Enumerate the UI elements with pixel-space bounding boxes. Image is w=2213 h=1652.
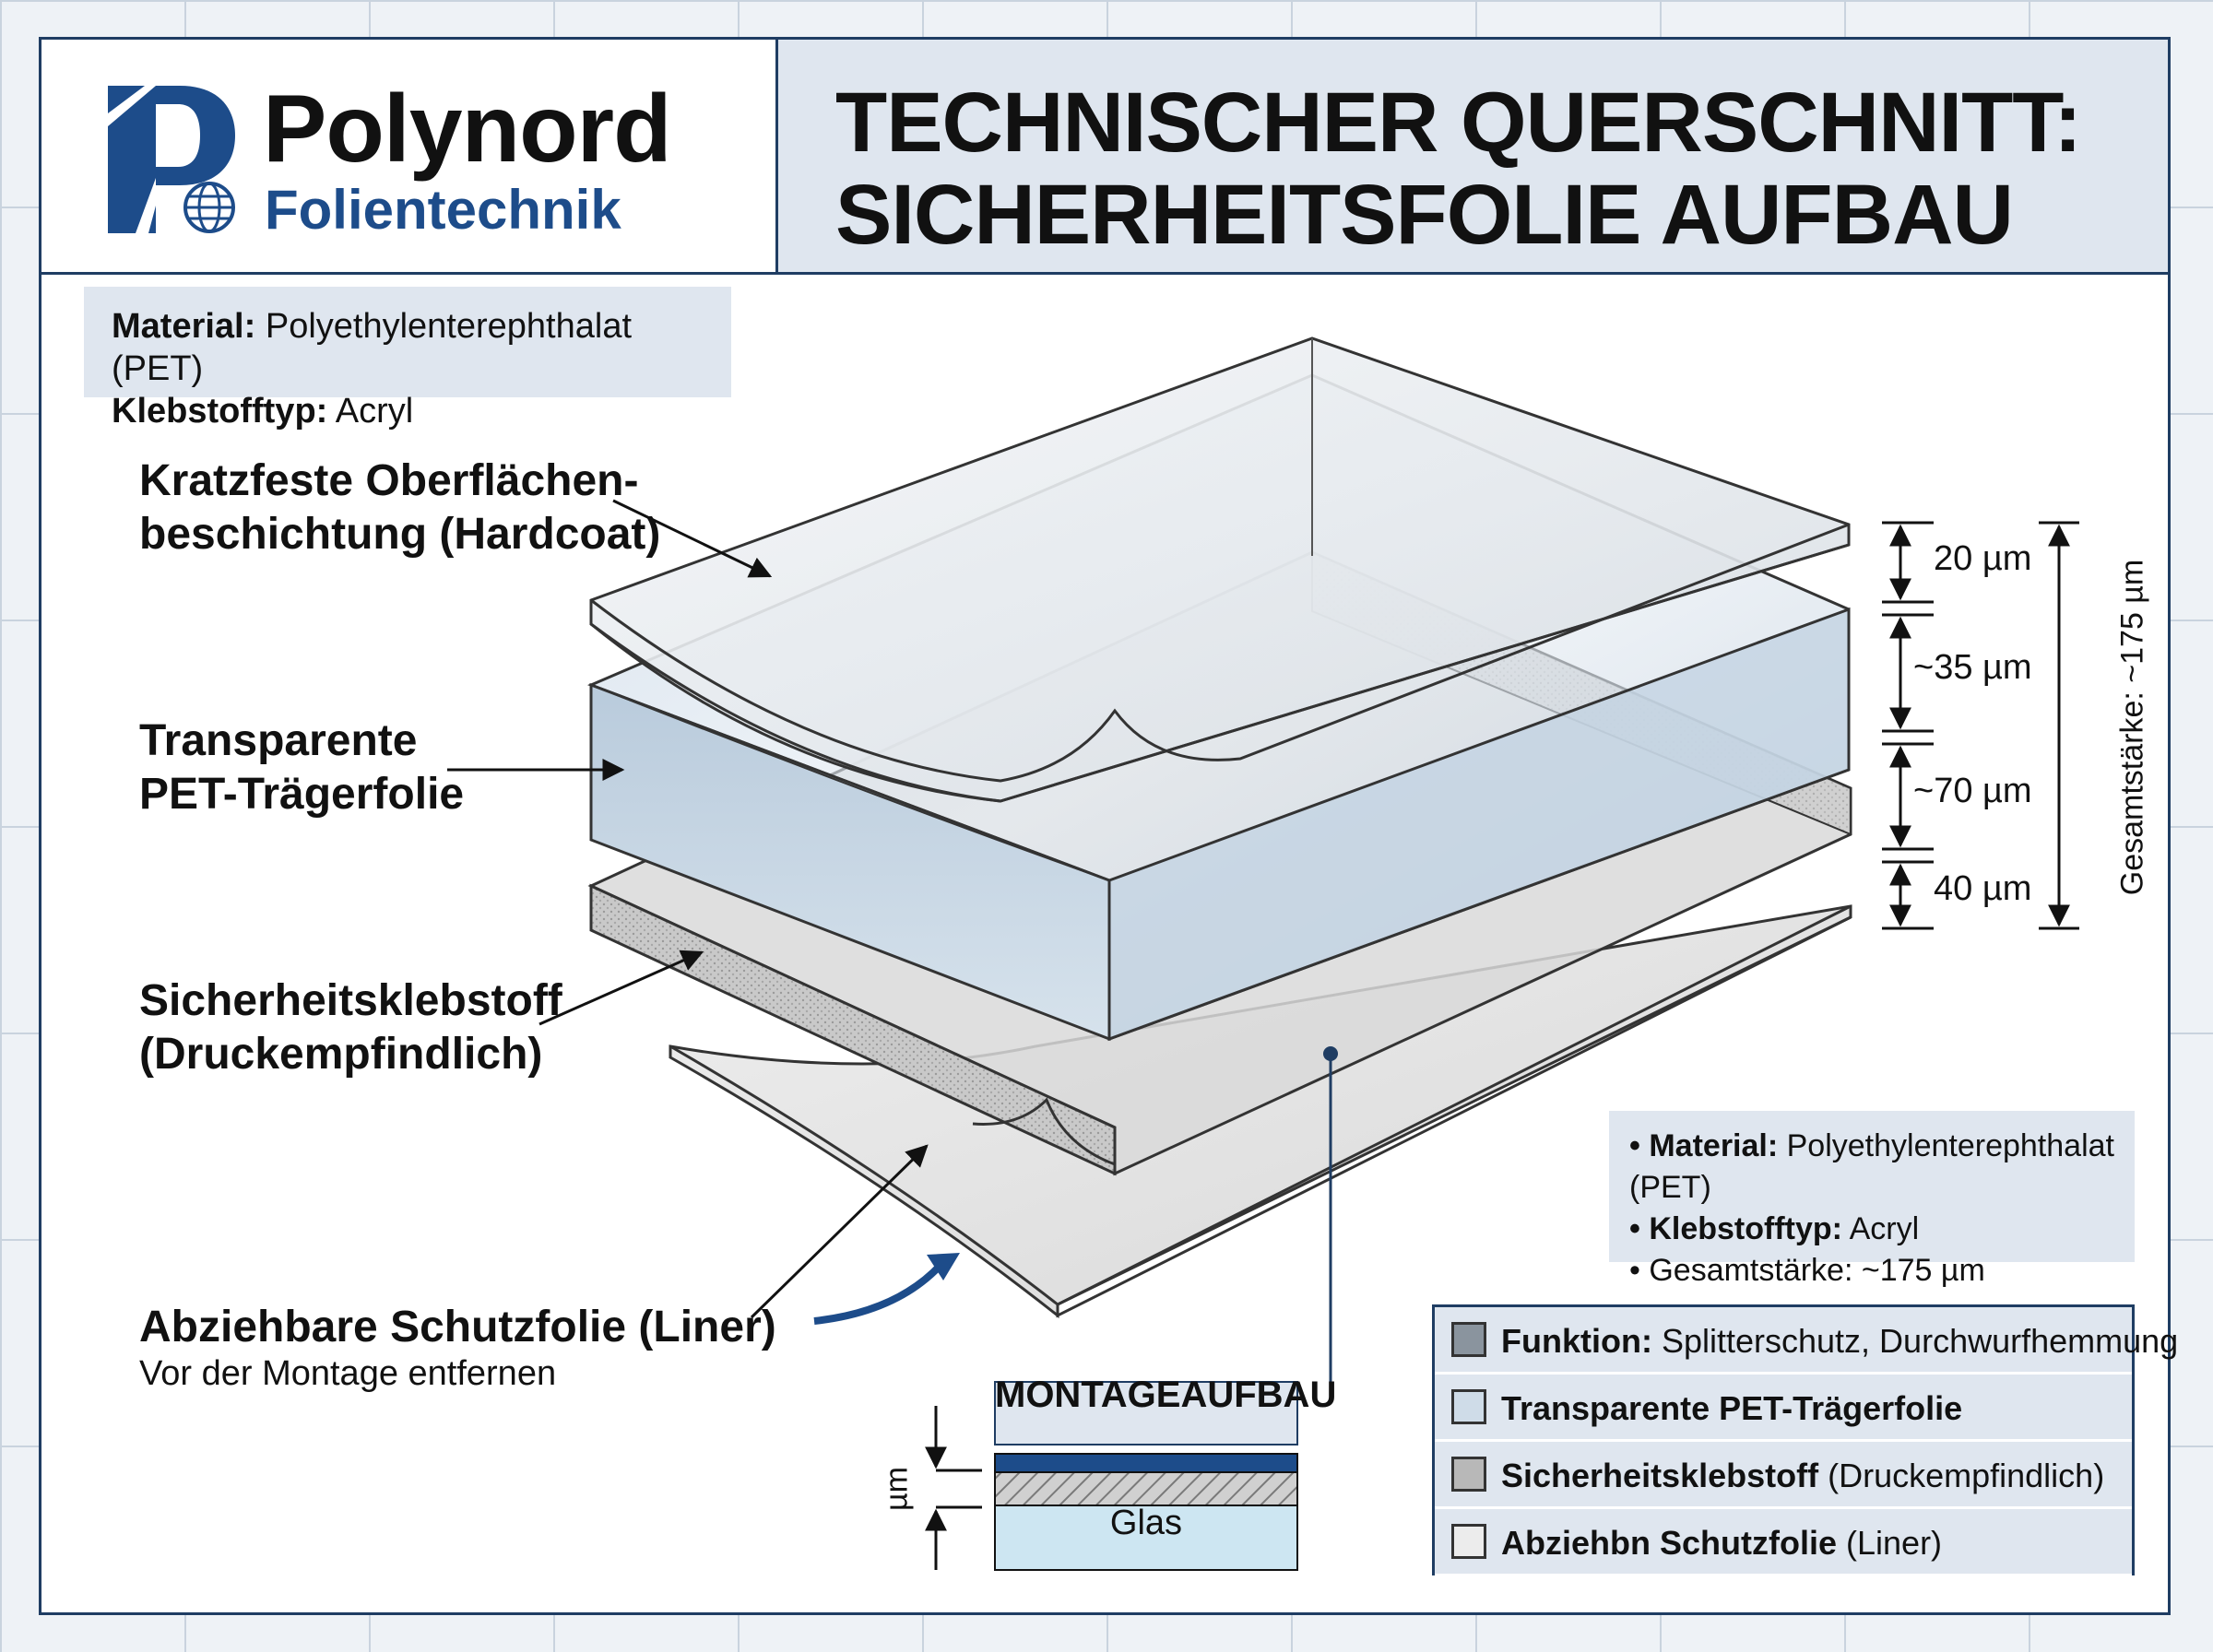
logo-box: Polynord Folientechnik (41, 40, 778, 272)
legend-swatch (1451, 1389, 1486, 1424)
spec2-material-label: • Material: (1629, 1128, 1779, 1163)
dimension-lines (1882, 521, 2079, 930)
mount-glass-label: Glas (1109, 1504, 1183, 1542)
page-title-line2: SICHERHEITSFOLIE AUFBAU (835, 168, 2014, 262)
spec2-adhesive-label: • Klebstofftyp: (1629, 1211, 1842, 1246)
spec2-adhesive-value: Acryl (1849, 1211, 1920, 1246)
legend-value: (Druckempfindlich) (1828, 1457, 2105, 1494)
legend-swatch (1451, 1457, 1486, 1492)
header: Polynord Folientechnik TECHNISCHER QUERS… (41, 40, 2168, 275)
label-liner: Abziehbare Schutzfolie (Liner) (139, 1303, 776, 1351)
legend-value: (Liner) (1846, 1524, 1943, 1562)
arrow-liner (750, 1144, 929, 1319)
legend-label: Sicherheitsklebstoff (1501, 1457, 1819, 1494)
hardcoat-layer (589, 336, 1851, 803)
spec-adhesive-label: Klebstofftyp: (112, 392, 328, 431)
dim-hardcoat: 20 µm (1934, 539, 2032, 578)
polynord-logo-icon (108, 86, 235, 233)
spec2-total: • Gesamtstärke: ~175 µm (1629, 1253, 1985, 1288)
dim-liner: 40 µm (1934, 869, 2032, 908)
legend-swatch (1451, 1524, 1486, 1559)
diagram-sheet: Polynord Folientechnik TECHNISCHER QUERS… (39, 37, 2178, 1615)
legend: Funktion: Splitterschutz, Durchwurfhemmu… (1432, 1304, 2178, 1575)
legend-label: Abziehbn Schutzfolie (1501, 1524, 1837, 1562)
spec-material-value: Polyethylenterephthalat (PET) (112, 307, 633, 388)
label-hardcoat-line1: Kratzfeste Oberflächen- (139, 456, 639, 505)
spec-adhesive-value: Acryl (335, 392, 414, 431)
label-adhesive-line2: (Druckempfindlich) (139, 1030, 543, 1079)
page-title-line1: TECHNISCHER QUERSCHNITT: (835, 76, 2082, 170)
title-box: TECHNISCHER QUERSCHNITT: SICHERHEITSFOLI… (778, 40, 2168, 272)
brand-name: Polynord (263, 76, 672, 183)
legend-row: Funktion: Splitterschutz, Durchwurfhemmu… (1435, 1307, 2178, 1374)
legend-label: Funktion: (1501, 1322, 1652, 1360)
label-pet-line1: Transparente (139, 716, 418, 765)
label-pet-line2: PET-Trägerfolie (139, 770, 465, 819)
legend-swatch (1451, 1322, 1486, 1357)
legend-row: Abziehbn Schutzfolie (Liner) (1435, 1509, 2132, 1575)
peel-arrow-icon (813, 1259, 946, 1325)
label-liner-note: Vor der Montage entfernen (139, 1354, 557, 1393)
layer-stack-illustration (447, 336, 2079, 1571)
spec-material-label: Material: (112, 307, 256, 346)
mount-unit-label: µm (879, 1467, 915, 1511)
legend-label: Transparente PET-Trägerfolie (1501, 1389, 1963, 1427)
spec-box-bottom: • Material: Polyethylenterephthalat (PET… (1609, 1111, 2135, 1288)
label-hardcoat-line2: beschichtung (Hardcoat) (139, 510, 661, 559)
spec2-material-value: Polyethylenterephthalat (PET) (1629, 1128, 2114, 1205)
arrow-adhesive (538, 950, 704, 1026)
dim-adhesive: ~70 µm (1913, 772, 2032, 810)
legend-value: Splitterschutz, Durchwurfhemmung (1661, 1322, 2179, 1360)
arrow-hardcoat (612, 499, 773, 578)
dim-pet: ~35 µm (1913, 648, 2032, 687)
legend-row: Sicherheitsklebstoff (Druckempfindlich) (1435, 1442, 2132, 1508)
dim-total: Gesamtstärke: ~175 µm (2114, 559, 2150, 896)
legend-row: Transparente PET-Trägerfolie (1435, 1375, 2132, 1441)
label-adhesive-line1: Sicherheitsklebstoff (139, 976, 562, 1025)
brand-subtitle: Folientechnik (265, 179, 621, 241)
mount-title: MONTAGEAUFBAU (995, 1375, 1337, 1415)
spec-box-top: Material: Polyethylenterephthalat (PET) … (84, 287, 731, 431)
mount-detail (925, 1381, 1298, 1571)
